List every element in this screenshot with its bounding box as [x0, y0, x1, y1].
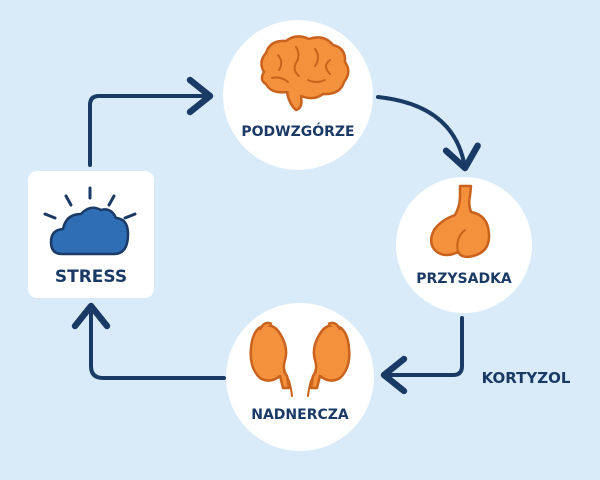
pituitary-label: PRZYSADKA — [416, 271, 512, 287]
hypothalamus-node: PODWZGÓRZE — [223, 20, 373, 170]
adrenal-label: NADNERCZA — [251, 407, 349, 423]
stress-label: STRESS — [55, 267, 127, 287]
arrow-hypothalamus-to-pituitary — [376, 95, 481, 172]
cortisol-label: KORTYZOL — [482, 369, 571, 387]
hypothalamus-label: PODWZGÓRZE — [241, 122, 354, 140]
pituitary-gland-icon — [429, 184, 491, 259]
pituitary-node: PRZYSADKA — [396, 177, 532, 313]
arrow-stress-to-hypothalamus — [88, 76, 214, 167]
stress-node: STRESS — [28, 171, 154, 298]
cloud-icon — [43, 186, 137, 256]
adrenal-node: NADNERCZA — [226, 303, 374, 451]
kidneys-icon — [249, 321, 351, 397]
arrow-pituitary-to-adrenal — [380, 316, 464, 395]
brain-icon — [260, 35, 350, 112]
arrow-adrenal-to-stress — [71, 302, 226, 380]
